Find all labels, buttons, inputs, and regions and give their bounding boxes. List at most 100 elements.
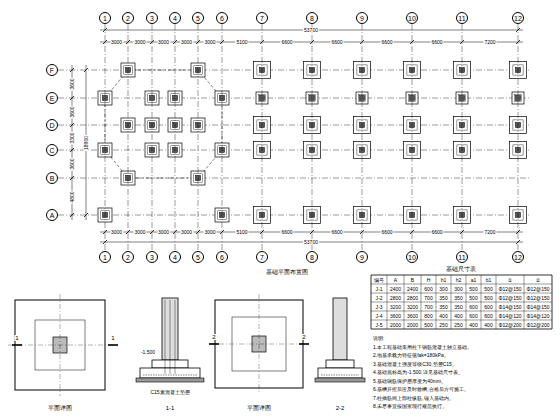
- axis-label: 5: [196, 15, 200, 22]
- axis-line: [105, 24, 106, 251]
- axis-bubble: 5: [192, 251, 204, 263]
- table-cell: 2400: [406, 286, 419, 291]
- dimension-tick: [70, 68, 74, 72]
- axis-label: 10: [408, 254, 416, 261]
- table-rule: [371, 320, 552, 321]
- dimension-text: 3000: [180, 40, 193, 45]
- table-cell: 3600: [406, 313, 419, 318]
- table-cell: 3200: [389, 304, 402, 309]
- dimension-text: 7200: [483, 230, 496, 235]
- dimension-text: 4800: [70, 190, 75, 203]
- table-rule: [496, 275, 497, 329]
- axis-label: 3: [150, 254, 154, 261]
- axis-label: 10: [408, 15, 416, 22]
- axis-label: 1: [103, 254, 107, 261]
- dimension-tick: [70, 176, 74, 180]
- axis-bubble: F: [46, 64, 58, 76]
- axis-bubble: 2: [122, 12, 134, 24]
- section-mark: 1: [14, 335, 19, 341]
- axis-line: [198, 24, 199, 251]
- table-cell: Φ14@120: [498, 313, 523, 318]
- dimension-text: 7200: [483, 40, 496, 45]
- axis-line: [312, 24, 313, 251]
- dimension-text: 6600: [430, 40, 443, 45]
- axis-bubble: 1: [99, 12, 111, 24]
- table-cell: 500: [468, 286, 478, 291]
- table-rule: [436, 275, 437, 329]
- table-cell: H: [426, 277, 432, 282]
- dimension-text: 3000: [110, 40, 123, 45]
- table-cell: a1: [470, 277, 478, 282]
- dimension-text: 53700: [303, 240, 319, 245]
- note-text: 8.未尽事宜按国家现行规范执行。: [372, 404, 448, 409]
- axis-bubble: 3: [146, 251, 158, 263]
- axis-label: 5: [196, 254, 200, 261]
- table-cell: 400: [453, 313, 463, 318]
- rebar-line: [170, 300, 171, 374]
- dimension-text: 3000: [133, 230, 146, 235]
- table-cell: 350: [453, 304, 463, 309]
- section-cut-mark: [299, 343, 309, 345]
- axis-label: 2: [126, 15, 130, 22]
- rebar-line: [175, 300, 176, 374]
- dimension-text: 3000: [133, 40, 146, 45]
- table-cell: 400: [483, 322, 493, 327]
- table-cell: 2000: [406, 322, 419, 327]
- table-rule: [524, 275, 525, 329]
- axis-label: 9: [360, 15, 364, 22]
- table-cell: 600: [468, 304, 478, 309]
- axis-label: 11: [458, 15, 465, 22]
- table-cell: 300: [438, 286, 448, 291]
- table-rule: [466, 275, 467, 329]
- concrete-pad: [315, 378, 365, 382]
- dimension-tick: [70, 96, 74, 100]
- axis-label: 6: [220, 254, 224, 261]
- note-text: 4.基础底标高为-1.500,详见基础尺寸表。: [372, 370, 464, 375]
- axis-bubble: 10: [406, 251, 418, 263]
- rebar-line: [143, 375, 197, 376]
- center-line: [259, 294, 260, 394]
- dimension-tick: [84, 213, 88, 217]
- table-cell: 800: [423, 313, 433, 318]
- dimension-tick: [70, 123, 74, 127]
- table-cell: Φ12@150: [526, 295, 551, 300]
- table-cell: J-4: [375, 313, 384, 318]
- axis-bubble: 5: [192, 12, 204, 24]
- dimension-text: 5100: [235, 40, 248, 45]
- dimension-tick: [516, 240, 520, 244]
- table-cell: J-5: [375, 322, 384, 327]
- table-cell: Φ12@150: [498, 286, 523, 291]
- table-rule: [387, 275, 388, 329]
- note-text: 6.基槽开挖后应及时验槽,合格后方可施工。: [372, 387, 470, 392]
- dimension-text: 6600: [280, 230, 293, 235]
- axis-label: 1: [103, 15, 107, 22]
- footing-step: [326, 360, 354, 368]
- table-cell: 600: [483, 304, 493, 309]
- axis-label: E: [50, 95, 55, 102]
- dimension-text: 3600: [70, 157, 75, 170]
- dimension-text: 3300: [70, 131, 75, 144]
- table-cell: Φ12@150: [498, 295, 523, 300]
- axis-label: D: [49, 122, 54, 129]
- note-text: 3.基础混凝土强度等级C30,垫层C15。: [372, 361, 458, 366]
- table-cell: J-2: [375, 295, 384, 300]
- dimension-tick: [84, 68, 88, 72]
- axis-label: 8: [310, 254, 314, 261]
- table-cell: B: [410, 277, 415, 282]
- axis-bubble: 11: [456, 251, 468, 263]
- dimension-text: 5100: [235, 230, 248, 235]
- drawing-title: 基础平面布置图: [265, 269, 309, 275]
- section-cut-mark: [12, 344, 22, 346]
- dimension-text: 53700: [303, 28, 319, 33]
- table-cell: 500: [468, 295, 478, 300]
- axis-bubble: 12: [512, 12, 524, 24]
- axis-label: B: [50, 175, 55, 182]
- axis-bubble: D: [46, 119, 58, 131]
- table-cell: Φ14@150: [498, 304, 523, 309]
- table-rule: [371, 284, 552, 285]
- rebar-line: [321, 375, 359, 376]
- dimension-text: 6600: [330, 230, 343, 235]
- note-text: C15素混凝土垫层: [149, 390, 190, 395]
